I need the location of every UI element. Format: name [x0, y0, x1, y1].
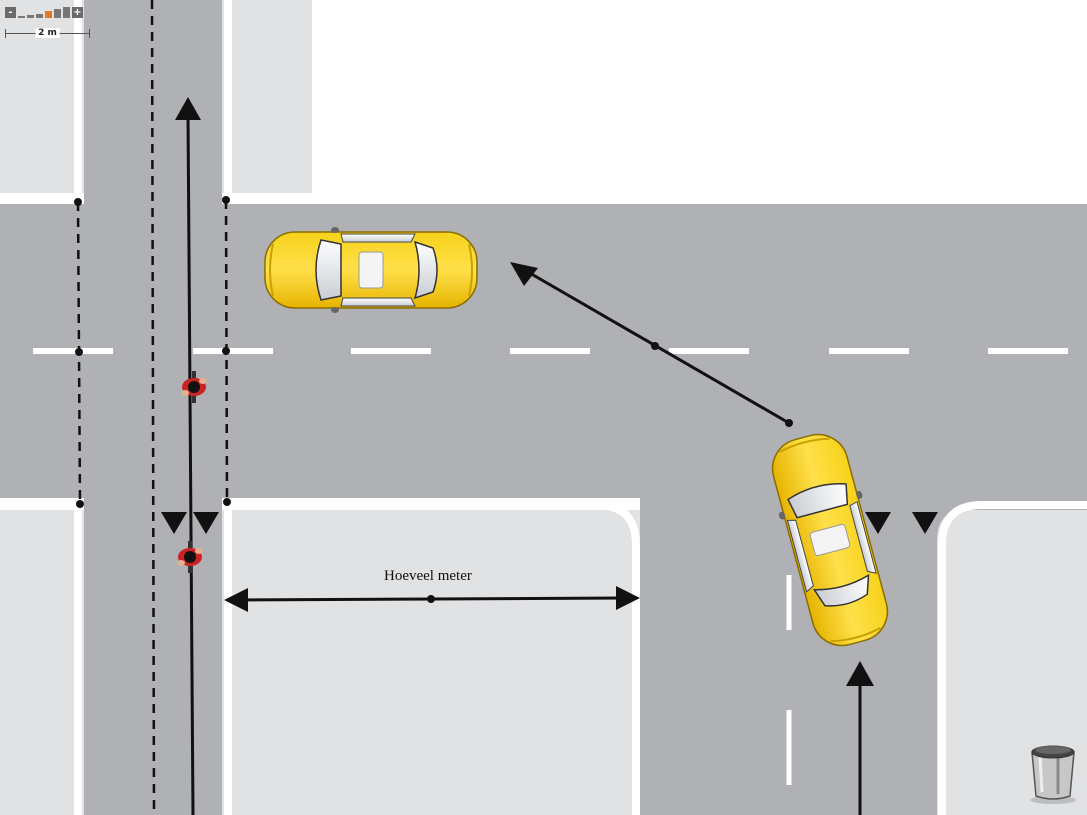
scale-label: 2 m [35, 28, 60, 38]
zoom-out-button[interactable]: - [5, 7, 16, 18]
turn-direction-arrow[interactable] [510, 262, 793, 427]
cycle-path-divider [150, 0, 156, 815]
sidewalk-corner [232, 510, 640, 815]
trash-bin-icon[interactable] [1028, 742, 1078, 804]
scale-bar: 2 m [5, 28, 90, 38]
measurement-arrow[interactable] [224, 586, 640, 612]
zoom-level-6[interactable] [63, 7, 70, 18]
taxi-car-icon[interactable] [264, 226, 478, 314]
cyclist-path-arrow[interactable] [175, 97, 201, 815]
measurement-label: Hoeveel meter [384, 568, 472, 584]
side-road [640, 498, 1087, 815]
crossing-handles[interactable] [74, 196, 231, 508]
zoom-level-4[interactable] [45, 11, 52, 18]
zoom-level-5[interactable] [54, 9, 61, 18]
yield-markings [161, 512, 938, 534]
zoom-toolbar: - + [5, 7, 83, 18]
car-path-arrow[interactable] [846, 661, 874, 815]
zoom-in-button[interactable]: + [72, 7, 83, 18]
zoom-level-2[interactable] [27, 15, 34, 18]
zoom-level-1[interactable] [18, 16, 25, 18]
zoom-level-3[interactable] [36, 14, 43, 18]
